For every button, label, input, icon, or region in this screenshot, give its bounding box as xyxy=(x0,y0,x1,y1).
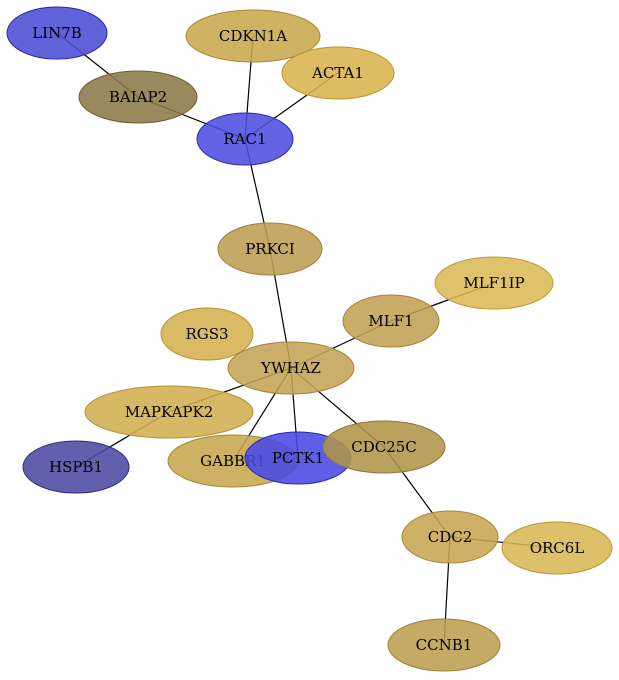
node-acta1[interactable]: ACTA1 xyxy=(281,46,395,100)
node-label: CCNB1 xyxy=(416,636,473,654)
node-baiap2[interactable]: BAIAP2 xyxy=(78,70,198,124)
node-label: ACTA1 xyxy=(311,64,364,82)
node-ccnb1[interactable]: CCNB1 xyxy=(387,618,501,672)
node-label: BAIAP2 xyxy=(109,88,167,106)
node-ellipse xyxy=(185,9,321,63)
node-hspb1[interactable]: HSPB1 xyxy=(22,440,130,494)
node-ellipse xyxy=(342,294,440,348)
node-label: RAC1 xyxy=(223,130,266,148)
node-orc6l[interactable]: ORC6L xyxy=(501,521,613,575)
node-label: ORC6L xyxy=(530,539,585,557)
node-mlf1[interactable]: MLF1 xyxy=(342,294,440,348)
node-label: CDC2 xyxy=(428,528,473,546)
node-ellipse xyxy=(387,618,501,672)
node-label: MAPKAPK2 xyxy=(125,403,214,421)
node-ellipse xyxy=(160,307,254,361)
node-ellipse xyxy=(322,420,446,474)
node-ellipse xyxy=(196,112,294,166)
node-label: RGS3 xyxy=(185,325,228,343)
node-ellipse xyxy=(22,440,130,494)
node-lin7b[interactable]: LIN7B xyxy=(6,6,108,60)
node-ellipse xyxy=(401,510,499,564)
node-ywhaz[interactable]: YWHAZ xyxy=(227,341,355,395)
node-label: CDKN1A xyxy=(219,27,287,45)
node-mapkapk2[interactable]: MAPKAPK2 xyxy=(84,385,254,439)
node-label: YWHAZ xyxy=(260,359,321,377)
node-label: LIN7B xyxy=(32,24,82,42)
node-label: MLF1 xyxy=(368,312,413,330)
node-ellipse xyxy=(6,6,108,60)
node-cdc2[interactable]: CDC2 xyxy=(401,510,499,564)
node-ellipse xyxy=(217,222,323,276)
node-rgs3[interactable]: RGS3 xyxy=(160,307,254,361)
node-cdc25c[interactable]: CDC25C xyxy=(322,420,446,474)
node-ellipse xyxy=(227,341,355,395)
node-ellipse xyxy=(281,46,395,100)
node-label: PCTK1 xyxy=(272,449,324,467)
node-ellipse xyxy=(84,385,254,439)
node-ellipse xyxy=(78,70,198,124)
node-mlf1ip[interactable]: MLF1IP xyxy=(434,256,554,310)
node-label: PRKCI xyxy=(245,240,295,258)
node-cdkn1a[interactable]: CDKN1A xyxy=(185,9,321,63)
node-rac1[interactable]: RAC1 xyxy=(196,112,294,166)
node-prkci[interactable]: PRKCI xyxy=(217,222,323,276)
node-label: HSPB1 xyxy=(49,458,103,476)
node-label: MLF1IP xyxy=(463,274,524,292)
node-ellipse xyxy=(434,256,554,310)
node-ellipse xyxy=(501,521,613,575)
node-label: CDC25C xyxy=(351,438,417,456)
